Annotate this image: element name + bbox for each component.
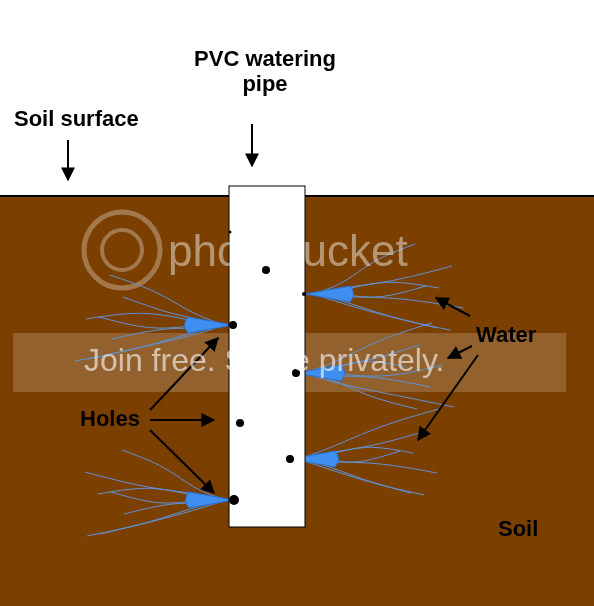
- water-line: [298, 459, 411, 493]
- water-jet: [185, 317, 234, 333]
- water-line: [298, 459, 424, 495]
- holes-label: Holes: [80, 406, 140, 431]
- watermark: Join free. Share privately.: [84, 342, 444, 379]
- water-line: [122, 450, 226, 500]
- surface-label: Soil surface: [14, 106, 139, 131]
- pipe-label: PVC watering pipe: [185, 46, 345, 97]
- soil-label: Soil: [498, 516, 538, 541]
- water-line: [110, 275, 225, 325]
- watermark: photobucket: [168, 226, 408, 277]
- water-jet: [186, 492, 235, 508]
- leader-arrows: [68, 124, 478, 493]
- water-jet: [305, 286, 354, 302]
- water-line: [298, 409, 439, 459]
- water-label: Water: [476, 322, 536, 347]
